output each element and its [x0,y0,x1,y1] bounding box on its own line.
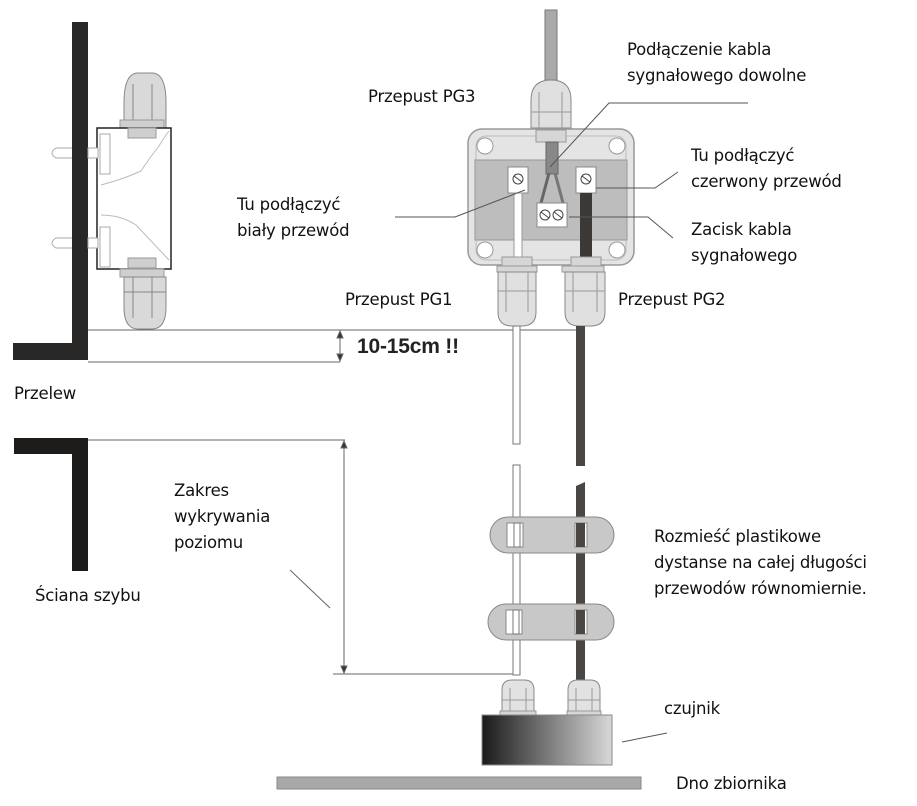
label-line: dystanse na całej długości [654,553,867,572]
label-line: Tu podłączyć [691,146,795,165]
label-signal-connection: Podłączenie kabla sygnałowego dowolne [627,37,806,89]
label-tank-bottom: Dno zbiornika [676,774,787,793]
distance-dimension [88,329,585,363]
spacer-upper [489,516,615,554]
label-pg2: Przepust PG2 [618,290,726,309]
label-white-wire: Tu podłączyć biały przewód [237,192,350,244]
label-line: biały przewód [237,221,350,240]
junction-box [467,79,635,268]
gland-pg1 [496,265,538,327]
tank-bottom [276,776,642,790]
label-line: poziomu [174,533,244,552]
gland-pg2 [561,265,606,327]
label-line: Tu podłączyć [237,195,341,214]
label-spacers: Rozmieść plastikowe dystanse na całej dł… [654,524,867,602]
label-line: przewodów równomiernie. [654,579,867,598]
label-line: czerwony przewód [691,172,842,191]
label-pg3: Przepust PG3 [368,87,476,106]
shaft-wall [14,438,88,571]
label-line: Zakres [174,481,229,500]
spacer-lower [487,603,615,641]
side-mount-sensor [51,72,172,330]
label-overflow: Przelew [14,384,77,403]
bottom-sensor [481,679,613,766]
label-line: Rozmieść plastikowe [654,527,821,546]
detection-range-dimension [88,439,520,675]
label-line: wykrywania [174,507,271,526]
label-line: Zacisk kabla [691,220,792,239]
leader-lines [395,102,748,743]
label-line: sygnałowego dowolne [627,66,807,85]
label-line: sygnałowego [691,246,798,265]
label-line: Podłączenie kabla [627,40,772,59]
label-detection-range: Zakres wykrywania poziomu [174,478,270,556]
signal-cable [544,9,558,81]
label-pg1: Przepust PG1 [345,290,453,309]
label-distance: 10-15cm !! [357,335,459,358]
overflow-wall [13,22,88,360]
label-sensor: czujnik [664,699,720,718]
label-red-wire: Tu podłączyć czerwony przewód [691,143,842,195]
label-signal-terminal: Zacisk kabla sygnałowego [691,217,797,269]
label-shaft-wall: Ściana szybu [35,586,141,605]
white-cable [512,325,521,676]
